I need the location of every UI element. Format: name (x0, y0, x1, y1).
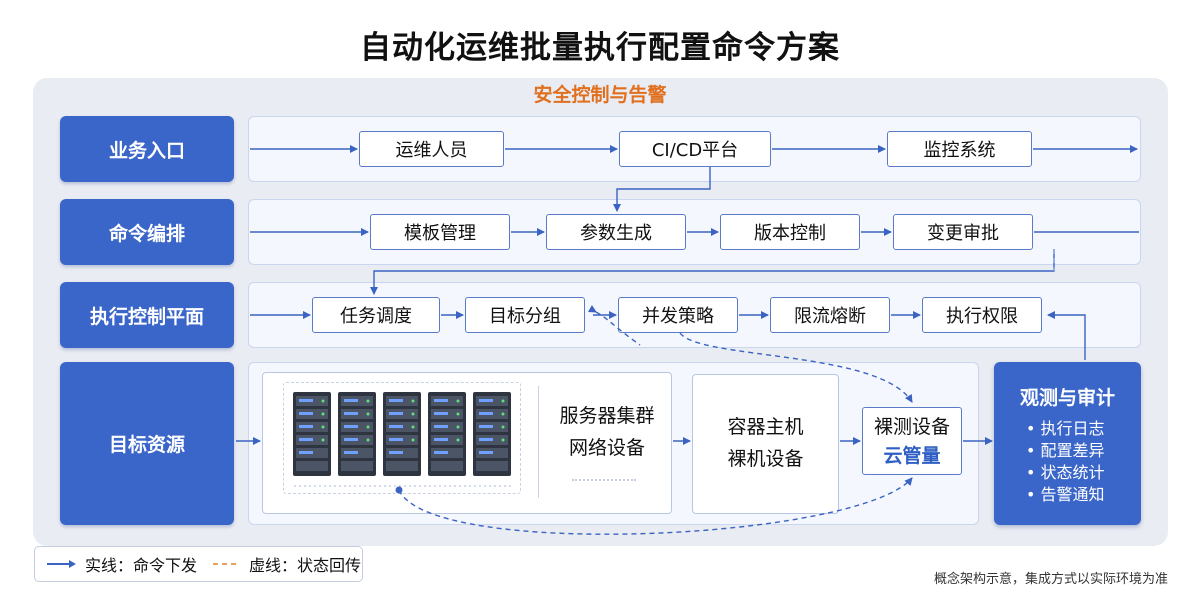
panel-divider (538, 386, 539, 498)
node-template-mgmt: 模板管理 (370, 214, 510, 250)
bare-metal-box-label: 裸测设备 (873, 416, 950, 438)
bare-metal-label: 裸机设备 (727, 448, 804, 470)
audit-item-status-stats: • 状态统计 (1026, 463, 1105, 482)
node-monitoring-system: 监控系统 (887, 131, 1032, 167)
server-racks (293, 392, 515, 476)
container-host-label: 容器主机 (727, 416, 804, 438)
legend-dashed-label: 虚线：状态回传 (249, 556, 362, 575)
server-cluster-label: 服务器集群 (559, 405, 655, 427)
footnote: 概念架构示意，集成方式以实际环境为准 (933, 572, 1168, 587)
lane-label-targets: 目标资源 (60, 362, 234, 525)
server-rack-icons (293, 392, 511, 476)
audit-item-alerts: • 告警通知 (1026, 485, 1105, 504)
node-target-grouping: 目标分组 (465, 297, 585, 333)
lane-label-orchestration: 命令编排 (60, 199, 234, 265)
node-execution-permission: 执行权限 (922, 297, 1042, 333)
network-devices-label: 网络设备 (568, 437, 645, 459)
audit-item-config-diff: • 配置差异 (1026, 441, 1105, 460)
cloud-box-label: 云管量 (883, 445, 941, 467)
node-ops-staff: 运维人员 (359, 131, 504, 167)
node-task-scheduling: 任务调度 (312, 297, 440, 333)
more-indicator (572, 479, 636, 481)
lane-label-execution: 执行控制平面 (60, 282, 234, 348)
page-title: 自动化运维批量执行配置命令方案 (360, 30, 840, 66)
node-param-generation: 参数生成 (546, 214, 686, 250)
legend-solid-line-icon (47, 560, 76, 568)
security-subtitle: 安全控制与告警 (533, 84, 667, 106)
bare-metal-cloud-box (862, 407, 962, 475)
lane-label-business: 业务入口 (60, 116, 234, 182)
audit-item-logs: • 执行日志 (1026, 419, 1105, 438)
node-rate-limit-circuit-breaker: 限流熔断 (770, 297, 890, 333)
audit-panel (994, 362, 1141, 525)
node-version-control: 版本控制 (720, 214, 860, 250)
legend-solid-label: 实线：命令下发 (85, 556, 198, 575)
node-concurrency-policy: 并发策略 (618, 297, 738, 333)
node-change-approval: 变更审批 (893, 214, 1033, 250)
node-cicd-platform: CI/CD平台 (619, 131, 771, 167)
legend: 实线：命令下发 虚线：状态回传 (34, 546, 363, 582)
audit-title: 观测与审计 (1019, 387, 1115, 409)
legend-dashed-line-icon (213, 563, 240, 565)
